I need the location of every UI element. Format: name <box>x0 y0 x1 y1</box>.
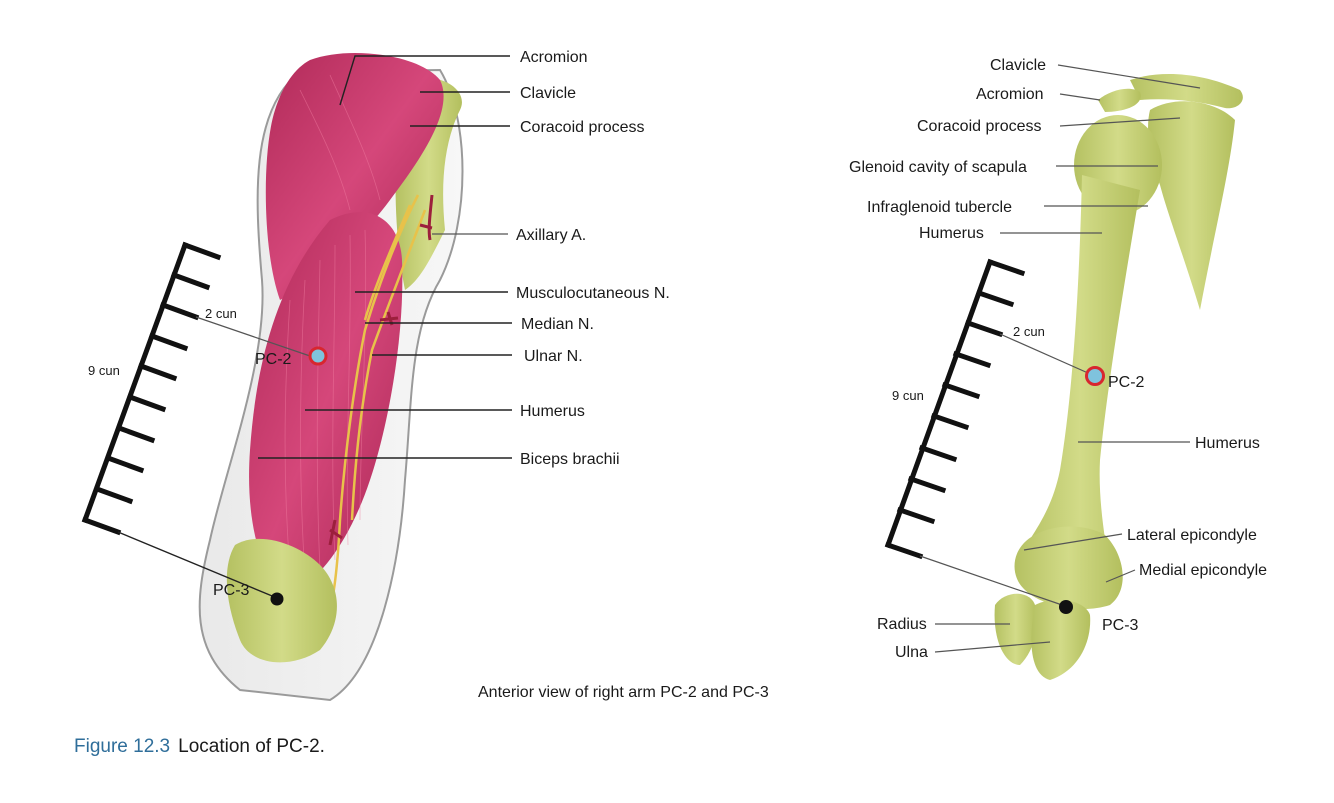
left-scale-total-label: 9 cun <box>88 363 120 378</box>
left-label-biceps: Biceps brachii <box>520 451 620 468</box>
figure-title: Location of PC-2. <box>178 736 325 757</box>
left-pc3-label: PC-3 <box>213 582 250 599</box>
right-label-lateral-epicondyle: Lateral epicondyle <box>1127 527 1257 544</box>
right-pc3-label: PC-3 <box>1102 617 1139 634</box>
scapula-bone <box>1148 101 1235 310</box>
right-pc2-point <box>1087 368 1104 385</box>
right-label-ulna: Ulna <box>895 644 928 661</box>
left-label-clavicle: Clavicle <box>520 85 576 102</box>
right-label-medial-epicondyle: Medial epicondyle <box>1139 562 1267 579</box>
left-label-median: Median N. <box>521 316 594 333</box>
radius-bone <box>995 594 1037 665</box>
right-pc2-label: PC-2 <box>1108 374 1145 391</box>
right-pc3-point <box>1059 600 1073 614</box>
figure-subtitle: Anterior view of right arm PC-2 and PC-3 <box>478 684 769 701</box>
figure-caption: Figure 12.3 Location of PC-2. <box>74 736 325 758</box>
right-label-radius: Radius <box>877 616 927 633</box>
right-label-infraglenoid: Infraglenoid tubercle <box>867 199 1012 216</box>
left-cun-ruler <box>85 245 218 532</box>
left-label-acromion: Acromion <box>520 49 588 66</box>
left-label-humerus: Humerus <box>520 403 585 420</box>
left-pc3-point <box>271 593 284 606</box>
right-label-humerus-top: Humerus <box>919 225 984 242</box>
left-label-axillary: Axillary A. <box>516 227 586 244</box>
right-label-acromion: Acromion <box>976 86 1044 103</box>
left-scale-partial-label: 2 cun <box>205 306 237 321</box>
right-scale-partial-label: 2 cun <box>1013 324 1045 339</box>
right-label-glenoid: Glenoid cavity of scapula <box>849 159 1027 176</box>
ulna-bone <box>1031 600 1090 680</box>
humerus-distal <box>1015 526 1123 609</box>
acromion-bone <box>1098 89 1141 112</box>
left-label-coracoid: Coracoid process <box>520 119 645 136</box>
figure-number: Figure 12.3 <box>74 736 170 757</box>
left-pc2-point <box>310 348 326 364</box>
right-cun-ruler <box>888 262 1022 556</box>
left-label-musculocutaneous: Musculocutaneous N. <box>516 285 670 302</box>
left-pc2-label: PC-2 <box>255 351 292 368</box>
left-arm-illustration <box>200 53 463 700</box>
right-scale-total-label: 9 cun <box>892 388 924 403</box>
humerus-shaft <box>1020 175 1140 570</box>
right-label-clavicle: Clavicle <box>990 57 1046 74</box>
right-label-humerus-side: Humerus <box>1195 435 1260 452</box>
left-label-ulnar: Ulnar N. <box>524 348 583 365</box>
right-label-coracoid: Coracoid process <box>917 118 1042 135</box>
